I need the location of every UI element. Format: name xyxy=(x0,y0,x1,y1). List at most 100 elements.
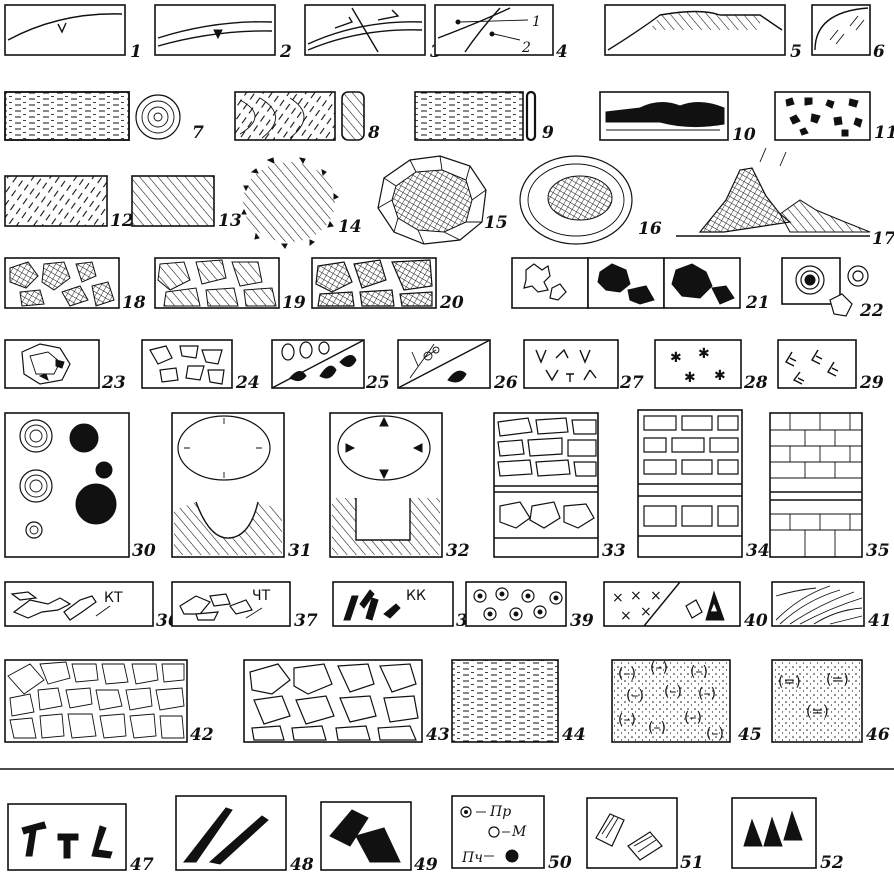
symbol-number: 48 xyxy=(290,855,314,875)
symbol-21: 21 xyxy=(512,258,770,313)
symbol-number: 29 xyxy=(859,373,884,393)
symbol-35: 35 xyxy=(770,413,890,561)
cross-mark: × xyxy=(612,590,624,606)
symbol-23: 23 xyxy=(5,340,126,393)
symbol-52: 52 xyxy=(732,798,844,873)
symbol-number: 41 xyxy=(868,611,892,631)
symbol-number: 9 xyxy=(542,123,554,143)
symbol-number: 4 xyxy=(556,42,568,62)
symbol-number: 5 xyxy=(790,42,802,62)
symbol-20: 20 xyxy=(312,258,464,313)
symbol-15: 15 xyxy=(378,156,508,244)
symbol-18: 18 xyxy=(5,258,146,313)
symbol-number: 35 xyxy=(866,541,890,561)
symbol-14: 14 xyxy=(242,158,362,248)
inner-label: КК xyxy=(406,588,426,604)
symbol-40: × × × × × 40 xyxy=(604,582,768,631)
symbol-number: 51 xyxy=(680,853,704,873)
symbol-33: 33 xyxy=(494,413,626,561)
inner-label: Пч xyxy=(461,850,483,866)
symbol-22: 22 xyxy=(782,258,884,321)
symbol-47: 47 xyxy=(8,804,154,875)
symbol-42: 42 xyxy=(5,660,214,745)
symbol-number: 25 xyxy=(365,373,390,393)
symbol-30: 30 xyxy=(5,413,156,561)
symbol-44: 44 xyxy=(452,660,586,745)
symbol-number: 43 xyxy=(426,725,450,745)
symbol-number: 21 xyxy=(745,293,770,313)
symbol-number: 22 xyxy=(859,301,884,321)
pebble-mark: (=) xyxy=(826,672,849,688)
symbol-number: 23 xyxy=(101,373,126,393)
pebble-mark: (–) xyxy=(664,684,682,700)
pebble-mark: (–) xyxy=(650,660,668,676)
symbol-number: 1 xyxy=(130,42,142,62)
symbol-number: 30 xyxy=(132,541,156,561)
symbol-number: 16 xyxy=(638,219,662,239)
symbol-number: 47 xyxy=(130,855,154,875)
symbol-5: 5 xyxy=(605,5,802,62)
symbol-1: 1 xyxy=(5,5,142,62)
inner-label: 1 xyxy=(532,14,541,30)
symbol-39: 39 xyxy=(466,582,594,631)
symbol-number: 8 xyxy=(367,123,380,143)
symbol-number: 34 xyxy=(746,541,770,561)
inner-label: КТ xyxy=(104,590,123,606)
symbol-32: 32 xyxy=(330,413,470,561)
asterisk-mark: ✱ xyxy=(670,350,682,366)
symbol-number: 37 xyxy=(294,611,318,631)
symbol-41: 41 xyxy=(772,582,892,631)
symbol-number: 10 xyxy=(732,125,756,145)
symbol-number: 12 xyxy=(110,211,134,231)
symbol-25: 25 xyxy=(272,340,390,393)
symbol-43: 43 xyxy=(244,660,450,745)
asterisk-mark: ✱ xyxy=(684,370,696,386)
pebble-mark: (=) xyxy=(806,704,829,720)
symbol-36: КТ 36 xyxy=(5,582,180,631)
cross-mark: × xyxy=(630,588,642,604)
pebble-mark: (–) xyxy=(706,726,724,742)
symbol-number: 28 xyxy=(743,373,768,393)
cross-mark: × xyxy=(650,588,662,604)
symbol-number: 39 xyxy=(570,611,594,631)
symbol-number: 46 xyxy=(866,725,890,745)
symbol-48: 48 xyxy=(176,796,314,875)
symbol-number: 33 xyxy=(602,541,626,561)
inner-label: Пр xyxy=(489,804,511,820)
symbol-13: 13 xyxy=(132,176,242,231)
pebble-mark: (=) xyxy=(778,674,801,690)
symbol-26: 26 xyxy=(398,340,518,393)
symbol-6: 6 xyxy=(812,5,885,62)
symbol-number: 32 xyxy=(446,541,470,561)
symbol-38: КК 38 xyxy=(333,582,480,631)
symbol-11: 11 xyxy=(775,92,894,143)
symbol-29: 29 xyxy=(778,340,884,393)
symbol-19: 19 xyxy=(155,258,306,313)
pebble-mark: (–) xyxy=(684,710,702,726)
symbol-number: 31 xyxy=(288,541,312,561)
symbol-10: 10 xyxy=(600,92,756,145)
asterisk-mark: ✱ xyxy=(698,346,710,362)
symbol-34: 34 xyxy=(638,410,770,561)
symbol-number: 18 xyxy=(122,293,146,313)
symbol-37: ЧТ 37 xyxy=(172,582,318,631)
symbol-number: 11 xyxy=(874,123,894,143)
symbol-number: 52 xyxy=(820,853,844,873)
inner-label: 2 xyxy=(521,40,531,56)
symbol-2: 2 xyxy=(155,5,292,62)
pebble-mark: (–) xyxy=(618,712,636,728)
pebble-mark: (–) xyxy=(648,720,666,736)
cross-mark: × xyxy=(640,604,652,620)
pebble-mark: (–) xyxy=(618,666,636,682)
symbol-number: 19 xyxy=(282,293,306,313)
symbol-49: 49 xyxy=(321,802,438,875)
symbol-16: 16 xyxy=(520,156,662,244)
cross-mark: × xyxy=(620,608,632,624)
symbol-number: 15 xyxy=(484,213,508,233)
symbol-27: 27 xyxy=(524,340,644,393)
symbol-number: 45 xyxy=(738,725,762,745)
symbol-3: 3 xyxy=(305,5,442,62)
symbol-8: 8 xyxy=(235,92,380,143)
symbol-50: Пр М Пч 50 xyxy=(452,796,572,873)
